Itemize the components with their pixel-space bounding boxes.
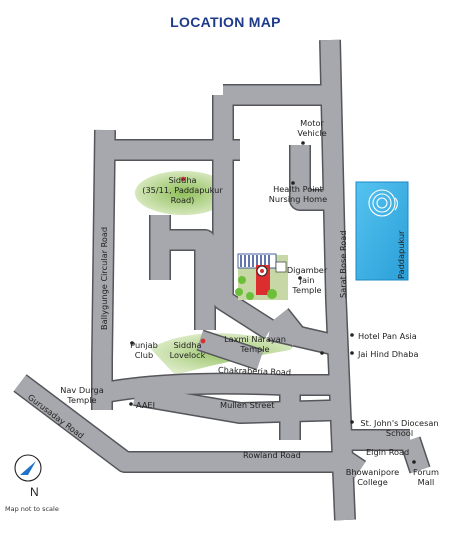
- road-network: [13, 39, 431, 521]
- project-site: [235, 253, 288, 300]
- label-nav-durga-temple: Nav Durga Temple: [60, 385, 104, 405]
- label-siddha-paddapukur: Siddha (35/11, Paddapukur Road): [142, 175, 223, 205]
- road-sarat-bose: Sarat Bose Road: [338, 230, 348, 299]
- landmark-markers: [129, 141, 416, 464]
- label-st-johns-school: St. John's Diocesan School: [360, 418, 439, 438]
- north-arrow-icon: [14, 454, 42, 482]
- label-motor-vehicle: Motor Vehicle: [297, 118, 327, 138]
- label-bhowanipore-college: Bhowanipore College: [345, 467, 400, 487]
- road-ballygunge-circular: Ballygunge Circular Road: [99, 226, 109, 330]
- north-label: N: [30, 485, 39, 499]
- scale-note: Map not to scale: [5, 505, 59, 513]
- label-jai-hind-dhaba: Jai Hind Dhaba: [358, 349, 419, 359]
- label-digamber-jain-temple: Digamber Jain Temple: [286, 265, 328, 295]
- map-title: LOCATION MAP: [170, 14, 281, 30]
- park-siddha-paddapukur: [135, 171, 231, 215]
- label-paddapukur: Paddapukur: [396, 230, 406, 279]
- label-laxmi-narayan-temple: Laxmi Narayan Temple: [224, 334, 286, 354]
- road-mullen-street: Mullen Street: [220, 400, 275, 410]
- road-rowland: Rowland Road: [243, 450, 301, 460]
- label-punjab-club: Punjab Club: [130, 340, 158, 360]
- label-siddha-lovelock: Siddha Lovelock: [169, 340, 206, 360]
- road-elgin: Elgin Road: [366, 447, 410, 457]
- label-forum-mall: Forum Mall: [413, 467, 439, 487]
- lake-ripple-icon: [368, 189, 399, 217]
- label-health-point: Health Point Nursing Home: [268, 184, 328, 204]
- label-aaei: AAEI: [136, 400, 156, 410]
- label-hotel-pan-asia: Hotel Pan Asia: [358, 331, 417, 341]
